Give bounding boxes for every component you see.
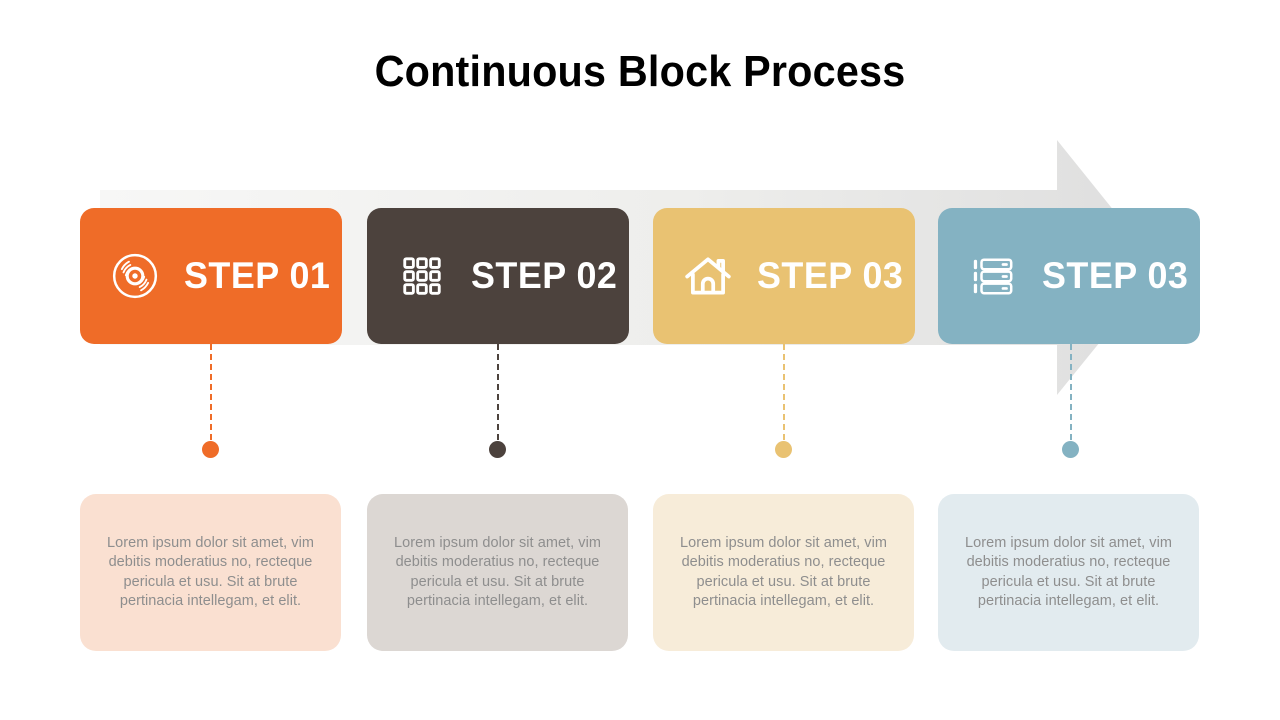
step-block-2[interactable]: STEP 02 (367, 208, 629, 344)
connector-dot-1 (202, 441, 219, 458)
connector-line-2 (497, 344, 499, 440)
connector-dot-3 (775, 441, 792, 458)
step-block-3[interactable]: STEP 03 (653, 208, 915, 344)
vinyl-disc-icon (108, 249, 162, 303)
connector-line-4 (1070, 344, 1072, 440)
step-label-2: STEP 02 (471, 255, 618, 296)
description-text-1: Lorem ipsum dolor sit amet, vim debitis … (106, 534, 315, 610)
description-card-3[interactable]: Lorem ipsum dolor sit amet, vim debitis … (653, 494, 914, 651)
connector-dot-2 (489, 441, 506, 458)
server-stack-icon (966, 249, 1020, 303)
home-icon (681, 249, 735, 303)
description-text-2: Lorem ipsum dolor sit amet, vim debitis … (393, 534, 602, 610)
description-card-1[interactable]: Lorem ipsum dolor sit amet, vim debitis … (80, 494, 341, 651)
grid-icon (395, 249, 449, 303)
step-label-3: STEP 03 (757, 255, 904, 296)
step-block-4[interactable]: STEP 03 (938, 208, 1200, 344)
description-text-4: Lorem ipsum dolor sit amet, vim debitis … (964, 534, 1173, 610)
step-block-1[interactable]: STEP 01 (80, 208, 342, 344)
connector-line-3 (783, 344, 785, 440)
step-label-1: STEP 01 (184, 255, 331, 296)
step-label-4: STEP 03 (1042, 255, 1189, 296)
connector-dot-4 (1062, 441, 1079, 458)
connector-line-1 (210, 344, 212, 440)
description-text-3: Lorem ipsum dolor sit amet, vim debitis … (679, 534, 888, 610)
page-title: Continuous Block Process (374, 47, 906, 96)
description-card-4[interactable]: Lorem ipsum dolor sit amet, vim debitis … (938, 494, 1199, 651)
description-card-2[interactable]: Lorem ipsum dolor sit amet, vim debitis … (367, 494, 628, 651)
